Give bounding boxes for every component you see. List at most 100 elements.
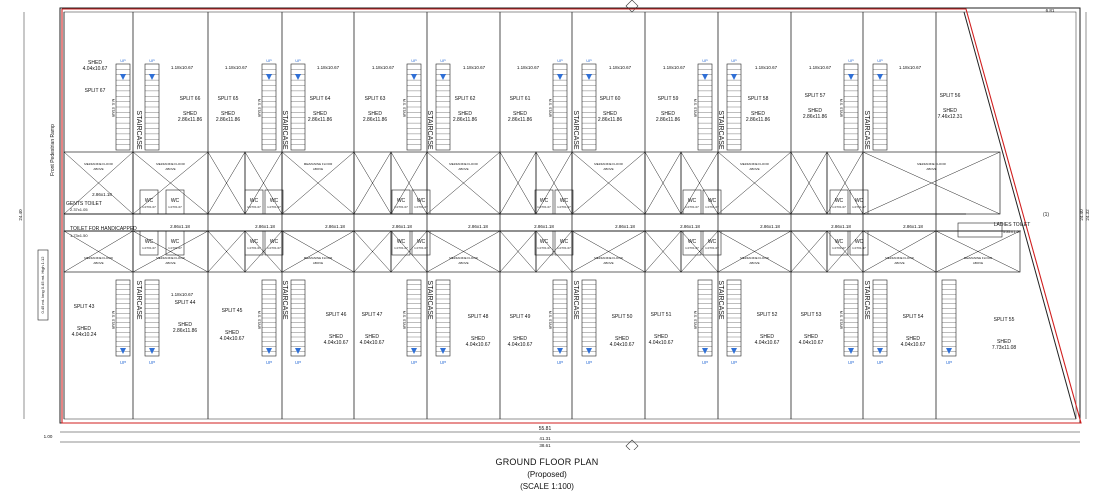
mezzanine-label: MEZZANINE FLOOR	[84, 162, 113, 166]
split-label: SPLIT 66	[180, 96, 201, 102]
wc-label: WC	[540, 239, 549, 245]
shed-size: 4.04x10.67	[649, 340, 674, 346]
wc-box	[139, 189, 159, 215]
plan-title: GROUND FLOOR PLAN	[495, 457, 599, 467]
stair-arrow	[266, 74, 272, 80]
wc-box	[139, 230, 159, 256]
mezzanine-diagonal	[207, 151, 246, 215]
shed-size: 4.04x10.67	[220, 336, 245, 342]
unit-dim-label: 1.18x10.67	[171, 292, 194, 297]
wc-box	[554, 189, 574, 215]
mezzanine-above-label: ABOVE	[603, 167, 613, 171]
stair-up-label: UP	[731, 58, 737, 63]
wc-size-label: 1.07X1.07	[557, 246, 571, 250]
wc-box	[534, 230, 554, 256]
shed-label: SHED	[88, 60, 102, 66]
wc-box	[244, 189, 264, 215]
shed-label: SHED	[313, 111, 327, 117]
unit-dim-label: 1.18x10.67	[225, 65, 248, 70]
split-label: SPLIT 58	[748, 96, 769, 102]
stair-up-label: UP	[702, 58, 708, 63]
wc-size-label: 1.07X1.07	[685, 205, 699, 209]
unit-dim-label: 1.18x10.67	[517, 65, 540, 70]
stair-up-label: UP	[946, 360, 952, 365]
split-label: SPLIT 53	[801, 312, 822, 318]
mezzanine-diagonal	[790, 230, 828, 273]
stair-up-label: UP	[295, 58, 301, 63]
wc-box	[702, 189, 722, 215]
mezzanine-label: MEZZANINE FLOOR	[917, 162, 946, 166]
shed-label: SHED	[178, 322, 192, 328]
split-label: SPLIT 56	[940, 93, 961, 99]
wc-label: WC	[688, 198, 697, 204]
wc-label: WC	[145, 239, 154, 245]
shed-size: 4.04x10.67	[324, 340, 349, 346]
split-label: SPLIT 50	[612, 314, 633, 320]
stair-up-label: UP	[440, 58, 446, 63]
ms-stair-label: M.S. STAIR	[111, 311, 115, 330]
wc-box	[391, 230, 411, 256]
shed-size: 4.04x10.67	[901, 342, 926, 348]
split-label: SPLIT 67	[85, 88, 106, 94]
shed-label: SHED	[471, 336, 485, 342]
split-label: SPLIT 51	[651, 312, 672, 318]
shed-label: SHED	[943, 108, 957, 114]
ms-stair-label: M.S. STAIR	[548, 311, 552, 330]
wc-label: WC	[855, 239, 864, 245]
mezzanine-diagonal	[353, 151, 392, 215]
wc-size-label: 1.07X1.07	[705, 205, 719, 209]
ms-stair-label: M.S. STAIR	[839, 99, 843, 118]
mezzanine-diagonal	[717, 151, 792, 215]
stair-arrow	[702, 348, 708, 354]
split-label: SPLIT 65	[218, 96, 239, 102]
mezzanine-diagonal	[426, 230, 501, 273]
wc-size-label: 1.07X1.07	[537, 205, 551, 209]
staircase-label: STAIRCASE	[281, 110, 288, 149]
shed-size: 2.86x11.86	[178, 117, 203, 123]
wc-label: WC	[250, 198, 259, 204]
shed-label: SHED	[183, 111, 197, 117]
mezzanine-diagonal	[826, 230, 864, 273]
shed-size: 7.73x11.08	[992, 345, 1017, 351]
split-label: SPLIT 62	[455, 96, 476, 102]
mezzanine-label: MEZZANINE FLOOR	[449, 256, 478, 260]
shed-label: SHED	[760, 334, 774, 340]
mezzanine-diagonal	[790, 151, 828, 215]
ms-stair-label: M.S. STAIR	[693, 99, 697, 118]
shed-label: SHED	[808, 108, 822, 114]
wc-size-label: 1.07X1.07	[267, 246, 281, 250]
staircase-label: STAIRCASE	[426, 280, 433, 319]
wc-label: WC	[171, 198, 180, 204]
unit-dim-label: 1.18x10.67	[755, 65, 778, 70]
stair-up-label: UP	[149, 360, 155, 365]
stair-up-label: UP	[266, 58, 272, 63]
shed-label: SHED	[77, 326, 91, 332]
wc-label: WC	[145, 198, 154, 204]
gents-toilet-label: GENTS TOILET	[66, 201, 102, 207]
ms-stair-label: M.S. STAIR	[402, 99, 406, 118]
staircase-label: STAIRCASE	[426, 110, 433, 149]
shed-size: 2.86x11.86	[173, 328, 198, 334]
shed-label: SHED	[615, 336, 629, 342]
dimension-label: 24.40	[18, 209, 23, 221]
mezzanine-above-label: ABOVE	[93, 167, 103, 171]
wc-box	[391, 189, 411, 215]
wc-size-label: 1.07X1.07	[685, 246, 699, 250]
wc-box	[682, 189, 702, 215]
shed-label: SHED	[661, 111, 675, 117]
stair-arrow	[702, 74, 708, 80]
shed-size: 4.04x10.67	[83, 66, 108, 72]
mezzanine-diagonal	[935, 230, 1021, 273]
staircase-label: STAIRCASE	[572, 110, 579, 149]
shed-label: SHED	[906, 336, 920, 342]
wc-size-label: 1.07X1.07	[414, 205, 428, 209]
site-boundary	[61, 8, 1082, 424]
stair-arrow	[731, 74, 737, 80]
mezzanine-diagonal	[353, 230, 392, 273]
stair-up-label: UP	[557, 58, 563, 63]
wc-size-label: 1.07X1.07	[267, 205, 281, 209]
shed-label: SHED	[221, 111, 235, 117]
shed-label: SHED	[368, 111, 382, 117]
wc-label: WC	[250, 239, 259, 245]
shed-size: 7.46x12.31	[938, 114, 963, 120]
